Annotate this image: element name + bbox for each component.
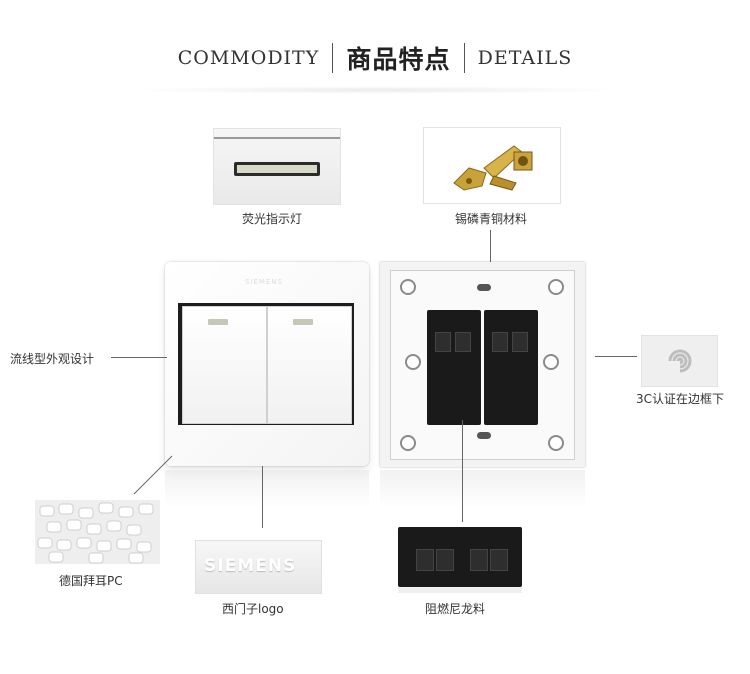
- bronze-material-thumb: [423, 127, 561, 204]
- switch-back-view: [380, 262, 585, 467]
- label-cert: 3C认证在边框下: [636, 392, 725, 406]
- slot: [477, 432, 491, 439]
- pc-pellets-icon: [35, 500, 160, 564]
- rocker-right: [267, 306, 352, 424]
- header-en-right: DETAILS: [477, 47, 573, 69]
- siemens-logo-thumb: SIEMENS: [195, 540, 322, 594]
- screw-hole: [405, 354, 421, 370]
- header-shadow: [120, 86, 630, 94]
- bronze-pointer-line: [490, 230, 491, 285]
- terminal: [455, 332, 471, 352]
- switch-reflection: [165, 470, 369, 508]
- plate-brand: SIEMENS: [245, 278, 284, 286]
- label-fluorescent: 荧光指示灯: [242, 212, 303, 226]
- screw-hole: [548, 279, 564, 295]
- indicator-strip: [214, 137, 340, 139]
- terminal: [416, 549, 434, 571]
- label-logo: 西门子logo: [222, 602, 284, 616]
- terminal: [435, 332, 451, 352]
- header-divider: [332, 43, 334, 73]
- back-reflection: [380, 470, 585, 508]
- indicator-light: [293, 319, 313, 325]
- fluorescent-indicator-thumb: [213, 128, 341, 205]
- label-bronze: 锡磷青铜材料: [455, 212, 528, 226]
- screw-hole: [543, 354, 559, 370]
- label-pc: 德国拜耳PC: [59, 574, 123, 588]
- pc-material-thumb: [35, 500, 160, 564]
- terminal: [436, 549, 454, 571]
- screw-hole: [400, 279, 416, 295]
- label-nylon: 阻燃尼龙料: [425, 602, 486, 616]
- terminal: [490, 549, 508, 571]
- logo-pointer-line: [262, 466, 263, 528]
- section-header: COMMODITY 商品特点 DETAILS: [0, 40, 750, 84]
- ccc-mark-icon: [668, 349, 692, 373]
- slot: [477, 284, 491, 291]
- header-en-left: COMMODITY: [177, 47, 320, 69]
- screw-hole: [548, 435, 564, 451]
- screw-hole: [400, 435, 416, 451]
- pc-pointer-line: [133, 455, 173, 495]
- header-divider: [463, 43, 465, 73]
- cert-3c-thumb: [641, 335, 718, 387]
- switch-module-left: [427, 310, 481, 425]
- rocker-left: [182, 306, 267, 424]
- nylon-material-thumb: [398, 527, 522, 593]
- terminal: [492, 332, 508, 352]
- nylon-module: [398, 527, 522, 587]
- nylon-pointer-line: [462, 420, 463, 522]
- terminal: [512, 332, 528, 352]
- siemens-logo-text: SIEMENS: [204, 556, 297, 576]
- indicator-light: [208, 319, 228, 325]
- bronze-part-icon: [453, 145, 533, 191]
- switch-module-right: [484, 310, 538, 425]
- streamline-pointer-line: [111, 357, 167, 358]
- cert-pointer-line: [595, 356, 637, 357]
- terminal: [470, 549, 488, 571]
- indicator-window: [234, 162, 320, 176]
- label-streamline: 流线型外观设计: [10, 352, 95, 366]
- header-title-cn: 商品特点: [346, 45, 451, 74]
